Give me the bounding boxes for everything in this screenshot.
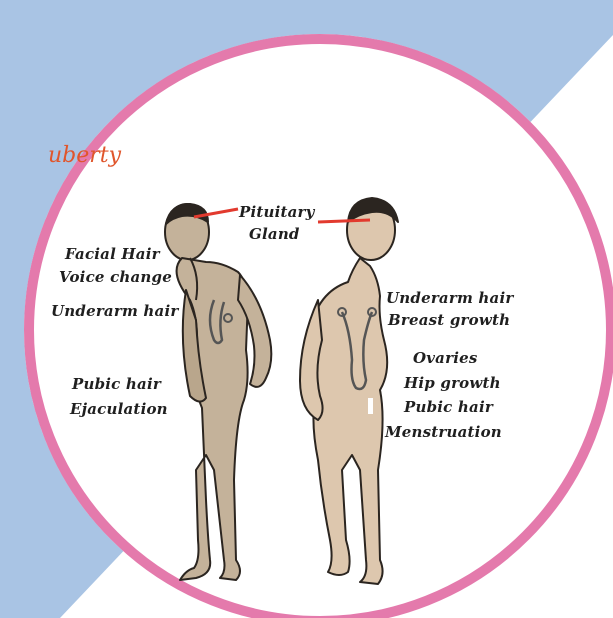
female-label-hip-growth: Hip growth — [404, 376, 501, 391]
female-label-menstruation: Menstruation — [385, 425, 502, 440]
diagram-title: uberty — [48, 145, 121, 167]
female-label-ovaries: Ovaries — [413, 351, 478, 366]
male-label-pubic-hair: Pubic hair — [72, 377, 161, 392]
male-label-facial-hair: Facial Hair — [65, 247, 160, 262]
male-label-voice-change: Voice change — [59, 270, 172, 285]
female-label-pubic-hair: Pubic hair — [404, 400, 493, 415]
pituitary-label-line2: Gland — [249, 227, 300, 242]
female-label-breast-growth: Breast growth — [388, 313, 510, 328]
female-label-underarm-hair: Underarm hair — [386, 291, 513, 306]
pituitary-label-line1: Pituitary — [239, 205, 315, 220]
female-tampon-mark — [368, 398, 373, 414]
male-label-ejaculation: Ejaculation — [70, 402, 168, 417]
female-pituitary-pointer — [318, 220, 370, 222]
male-label-underarm-hair: Underarm hair — [51, 304, 178, 319]
